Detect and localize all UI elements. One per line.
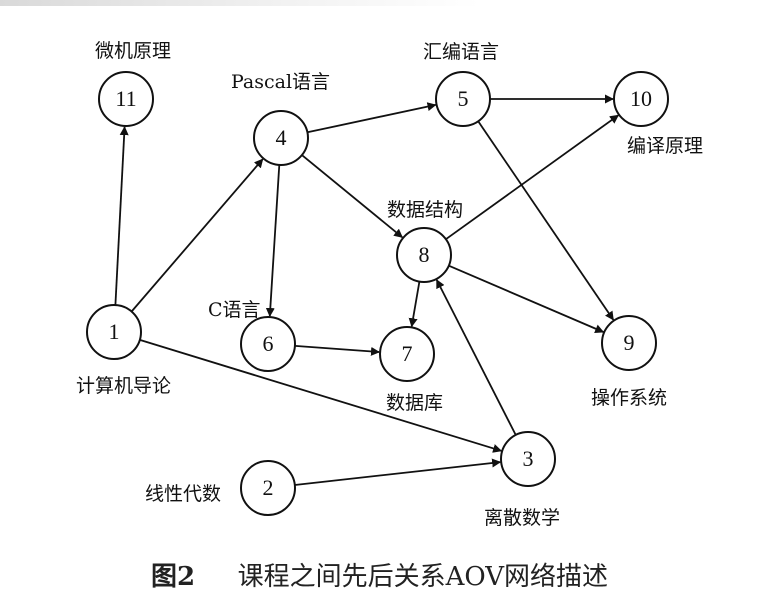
node-number: 6	[263, 331, 274, 356]
node-number: 2	[263, 475, 274, 500]
node-label-7: 数据库	[386, 392, 443, 414]
node-circle	[435, 71, 491, 127]
node-label-2: 线性代数	[145, 483, 221, 505]
node-label-3: 离散数学	[484, 507, 560, 529]
node-number: 10	[630, 86, 652, 111]
node-circle	[98, 71, 154, 127]
node-circle	[240, 460, 296, 516]
node-2: 2	[240, 460, 296, 516]
figure-caption: 图2 课程之间先后关系AOV网络描述	[0, 556, 759, 596]
node-number: 3	[523, 446, 534, 471]
node-4: 4	[253, 110, 309, 166]
node-circle	[253, 110, 309, 166]
node-circle	[86, 304, 142, 360]
edge-1-to-11	[114, 126, 129, 306]
edge-8-to-9	[448, 264, 605, 333]
node-label-5: 汇编语言	[423, 41, 499, 63]
edge-1-to-3	[139, 339, 503, 453]
top-crop-artifact	[0, 0, 480, 6]
node-3: 3	[500, 431, 556, 487]
node-number: 5	[458, 86, 469, 111]
figure-number: 图2	[150, 562, 196, 592]
nodes-layer: 1 2 3 4 5 6 7 8 9 10 11	[86, 71, 669, 516]
node-label-10: 编译原理	[627, 135, 703, 157]
node-circle	[240, 316, 296, 372]
edge-5-to-9	[477, 120, 615, 321]
edge-4-to-8	[301, 154, 403, 238]
edge-8-to-10	[445, 114, 620, 240]
edge-8-to-7	[408, 281, 421, 328]
node-label-11: 微机原理	[95, 40, 171, 62]
edge-1-to-4	[130, 158, 264, 313]
node-label-8: 数据结构	[387, 199, 463, 221]
node-label-6: C语言	[208, 299, 261, 321]
node-circle	[396, 227, 452, 283]
edge-3-to-8	[435, 279, 517, 436]
edge-6-to-7	[294, 345, 380, 356]
edge-4-to-5	[307, 102, 437, 134]
node-number: 7	[402, 341, 413, 366]
node-10: 10	[613, 71, 669, 127]
node-6: 6	[240, 316, 296, 372]
node-number: 8	[419, 242, 430, 267]
node-7: 7	[379, 326, 435, 382]
node-11: 11	[98, 71, 154, 127]
node-8: 8	[396, 227, 452, 283]
node-circle	[500, 431, 556, 487]
edge-2-to-3	[294, 458, 502, 486]
node-1: 1	[86, 304, 142, 360]
node-label-4: Pascal语言	[231, 71, 330, 93]
node-number: 4	[276, 125, 287, 150]
node-circle	[613, 71, 669, 127]
node-9: 9	[601, 315, 657, 371]
node-circle	[379, 326, 435, 382]
node-number: 9	[624, 330, 635, 355]
node-label-1: 计算机导论	[76, 375, 171, 397]
node-number: 11	[115, 86, 136, 111]
edge-4-to-6	[265, 164, 281, 317]
node-number: 1	[109, 319, 120, 344]
edges-layer	[114, 94, 620, 486]
node-5: 5	[435, 71, 491, 127]
node-circle	[601, 315, 657, 371]
figure-title: 课程之间先后关系AOV网络描述	[237, 562, 609, 592]
node-label-9: 操作系统	[591, 387, 667, 409]
